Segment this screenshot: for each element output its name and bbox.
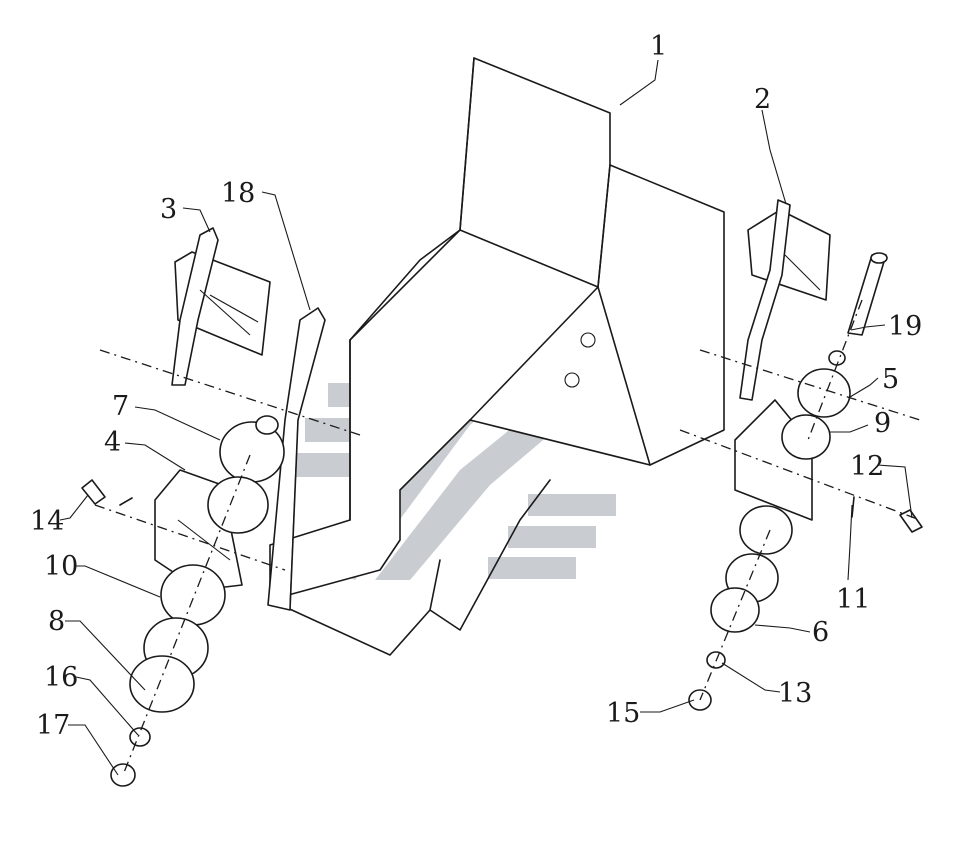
- right-washer-stack: [688, 350, 923, 711]
- centerlines: [94, 299, 921, 776]
- callout-7: 7: [112, 391, 129, 422]
- callout-1: 1: [650, 31, 667, 62]
- callout-11: 11: [836, 584, 870, 615]
- callout-8: 8: [48, 606, 65, 637]
- callout-6: 6: [812, 617, 829, 648]
- callout-labels: 1 2 3 18 7 4 14 10 8 16 17 19 5 9 12 11 …: [30, 31, 922, 741]
- callout-2: 2: [754, 84, 771, 115]
- callout-5: 5: [882, 364, 899, 395]
- callout-3: 3: [160, 194, 177, 225]
- bolt-19: [847, 252, 888, 336]
- leader-lines: [59, 59, 913, 776]
- callout-14: 14: [30, 506, 64, 537]
- callout-15: 15: [606, 698, 640, 729]
- callout-16: 16: [44, 662, 78, 693]
- callout-18: 18: [221, 178, 255, 209]
- callout-9: 9: [874, 408, 891, 439]
- right-bracket-2: [734, 199, 831, 521]
- left-bracket-3: [171, 227, 271, 386]
- callout-4: 4: [104, 427, 121, 458]
- callout-19: 19: [888, 311, 922, 342]
- callout-13: 13: [778, 678, 812, 709]
- callout-10: 10: [44, 551, 78, 582]
- main-housing-block: [269, 57, 725, 656]
- callout-12: 12: [850, 451, 884, 482]
- callout-17: 17: [36, 710, 70, 741]
- left-washer-stack: [81, 415, 285, 787]
